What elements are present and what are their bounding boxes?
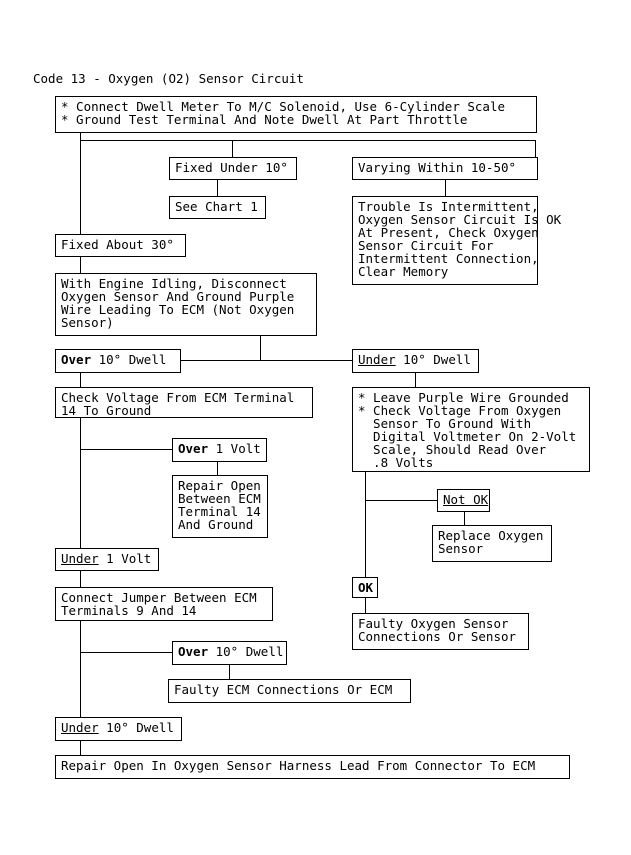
node-faulty-oxygen-connections[interactable]: Faulty Oxygen Sensor Connections Or Sens…: [352, 613, 529, 650]
connector-under1volt-to-jumper: [80, 571, 81, 587]
under-10-dwell-rest: 10° Dwell: [395, 352, 471, 367]
node-see-chart-1[interactable]: See Chart 1: [169, 196, 266, 219]
node-ok[interactable]: OK: [352, 577, 378, 598]
connector-to-over10-b: [80, 652, 172, 653]
under-10-dwell-b-rest: 10° Dwell: [98, 720, 174, 735]
node-start[interactable]: * Connect Dwell Meter To M/C Solenoid, U…: [55, 96, 537, 133]
connector-dwell-split-down: [260, 349, 261, 361]
connector-notok-to-replace: [464, 512, 465, 525]
connector-under10-to-leavepurple: [415, 373, 416, 387]
connector-start-trunk: [80, 133, 81, 249]
connector-to-varying: [535, 140, 536, 157]
under-label: Under: [358, 352, 396, 367]
node-over-10-dwell-a[interactable]: Over 10° Dwell: [55, 349, 181, 373]
connector-fixed30-to-disconnect: [80, 257, 81, 273]
node-trouble-intermittent[interactable]: Trouble Is Intermittent, Oxygen Sensor C…: [352, 196, 561, 285]
node-over-1-volt[interactable]: Over 1 Volt: [172, 438, 267, 462]
connector-over10b-to-faultyecm: [229, 665, 230, 679]
over-10-dwell-rest: 10° Dwell: [91, 352, 167, 367]
connector-leavepurple-trunk: [365, 472, 366, 580]
node-repair-open-term14[interactable]: Repair Open Between ECM Terminal 14 And …: [172, 475, 268, 538]
under-1-volt-rest: 1 Volt: [98, 551, 152, 566]
connector-under10b-to-repairharness: [80, 741, 81, 755]
node-replace-oxygen-sensor[interactable]: Replace Oxygen Sensor: [432, 525, 552, 562]
connector-varying-to-trouble: [445, 180, 446, 196]
node-over-10-dwell-b[interactable]: Over 10° Dwell: [172, 641, 287, 665]
node-connect-jumper[interactable]: Connect Jumper Between ECM Terminals 9 A…: [55, 587, 273, 621]
ok-label: OK: [358, 580, 374, 595]
connector-over1volt-to-repair: [217, 462, 218, 475]
over-10-dwell-b-label: Over: [178, 644, 209, 659]
connector-to-fixed-under-10: [232, 140, 233, 157]
connector-dwell-split: [80, 360, 460, 361]
node-under-10-dwell-b[interactable]: Under 10° Dwell: [55, 717, 182, 741]
connector-to-over1volt: [80, 449, 172, 450]
node-fixed-under-10[interactable]: Fixed Under 10°: [169, 157, 297, 180]
node-varying-10-50[interactable]: Varying Within 10-50°: [352, 157, 538, 180]
node-disconnect-sensor[interactable]: With Engine Idling, Disconnect Oxygen Se…: [55, 273, 317, 336]
node-under-10-dwell-a[interactable]: Under 10° Dwell: [352, 349, 479, 373]
connector-over10-to-checkvoltage: [80, 373, 81, 387]
connector-to-notok: [365, 500, 437, 501]
node-repair-open-harness[interactable]: Repair Open In Oxygen Sensor Harness Lea…: [55, 755, 570, 779]
node-check-voltage-term14[interactable]: Check Voltage From ECM Terminal 14 To Gr…: [55, 387, 313, 418]
under-1-volt-label: Under: [61, 551, 99, 566]
under-10-dwell-b-label: Under: [61, 720, 99, 735]
over-10-dwell-b-rest: 10° Dwell: [208, 644, 284, 659]
connector-checkvoltage-trunk: [80, 418, 81, 553]
connector-disconnect-stub: [260, 336, 261, 349]
connector-fixed-under-to-chart: [217, 180, 218, 196]
not-ok-label: Not OK: [443, 492, 489, 507]
node-leave-purple-grounded[interactable]: * Leave Purple Wire Grounded * Check Vol…: [352, 387, 590, 472]
node-not-ok[interactable]: Not OK: [437, 489, 490, 512]
node-fixed-about-30[interactable]: Fixed About 30°: [55, 234, 186, 257]
over-label: Over: [61, 352, 92, 367]
over-1-volt-label: Over: [178, 441, 209, 456]
connector-ok-to-faulty-oxygen: [365, 598, 366, 613]
page-title: Code 13 - Oxygen (O2) Sensor Circuit: [33, 71, 304, 86]
node-faulty-ecm[interactable]: Faulty ECM Connections Or ECM: [168, 679, 411, 703]
over-1-volt-rest: 1 Volt: [208, 441, 261, 456]
connector-top-split: [80, 140, 536, 141]
node-under-1-volt[interactable]: Under 1 Volt: [55, 548, 159, 571]
connector-jumper-trunk: [80, 621, 81, 720]
